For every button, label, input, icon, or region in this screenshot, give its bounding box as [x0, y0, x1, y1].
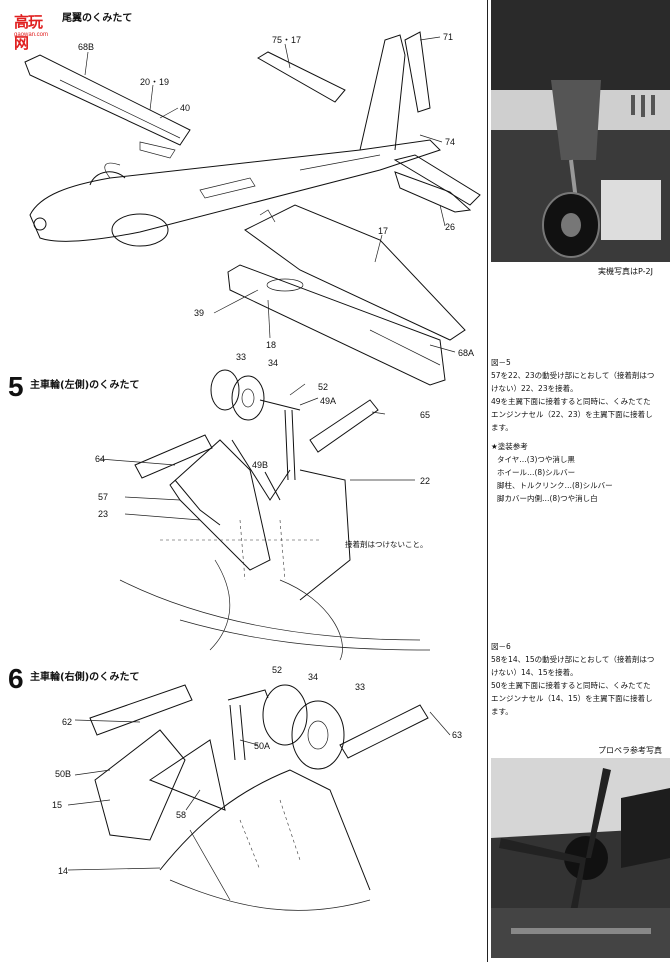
part-label: 52 [318, 382, 329, 392]
part-label: 68B [78, 42, 95, 52]
paint-heading: ★塗装参考 [491, 442, 528, 451]
notes6-line: エンジンナセル（14、15）を主翼下面に接着し [491, 694, 653, 703]
photo1-caption: 実機写真はP-2J [598, 267, 653, 276]
notes6-heading: 図－6 [491, 642, 511, 651]
part-label: 26 [445, 222, 456, 232]
notes5-line: けない）22、23を接着。 [491, 384, 578, 393]
step6-notes: 図－6 58を14、15の動受け部にとおして（接着剤はつ けない）14、15を接… [491, 640, 669, 718]
step6-wheel-drawing [148, 684, 345, 811]
notes5-line: 57を22、23の動受け部にとおして（接着剤はつ [491, 371, 655, 380]
main-wing-drawing [227, 204, 466, 386]
notes5-heading: 図－5 [491, 358, 511, 367]
part-label: 34 [308, 672, 319, 682]
step5-notes: 図－5 57を22、23の動受け部にとおして（接着剤はつ けない）22、23を接… [491, 356, 669, 434]
part-label: 33 [236, 352, 247, 362]
paint-reference: ★塗装参考 タイヤ…(3)つや消し黒 ホイール…(8)シルバー 脚柱、トルクリン… [491, 440, 669, 505]
part-label: 57 [98, 492, 109, 502]
part-label: 40 [180, 103, 191, 113]
step6-number: 6 [8, 663, 24, 694]
left-wing-drawing [24, 54, 191, 159]
part-label: 74 [445, 137, 456, 147]
part-label: 14 [58, 866, 69, 876]
logo-text: 高玩网 [14, 13, 43, 52]
paint-line: 脚カバー内側…(8)つや消し白 [497, 494, 598, 503]
part-label: 22 [420, 476, 431, 486]
part-label: 64 [95, 454, 106, 464]
part-label: 58 [176, 810, 187, 820]
part-label: 33 [355, 682, 366, 692]
part-label: 18 [266, 340, 277, 350]
logo-url: gaowan.com [14, 32, 49, 38]
notes6-line: 58を14、15の動受け部にとおして（接着剤はつ [491, 655, 655, 664]
step5-nacelle-drawing [119, 399, 431, 661]
step5-wheel-drawing [210, 369, 301, 501]
part-label: 63 [452, 730, 463, 740]
paint-line: 脚柱、トルクリンク…(8)シルバー [497, 481, 613, 490]
fuselage-drawing [29, 34, 441, 247]
notes6-line: けない）14、15を接着。 [491, 668, 578, 677]
notes5-line: ます。 [491, 423, 513, 432]
part-label: 49A [320, 396, 337, 406]
step5-title: 主車輪(左側)のくみたて [30, 380, 140, 391]
part-label: 34 [268, 358, 279, 368]
part-label: 65 [420, 410, 431, 420]
part-label: 52 [272, 665, 283, 675]
part-label: 71 [443, 32, 454, 42]
step6-title: 主車輪(右側)のくみたて [30, 672, 140, 683]
horizontal-stabilizer-drawing [257, 31, 481, 213]
part-label: 39 [194, 308, 205, 318]
photo2-caption: プロペラ参考写真 [598, 746, 662, 755]
notes6-line: ます。 [491, 707, 513, 716]
step6-nacelle-drawing [89, 684, 429, 911]
part-label: 20・19 [140, 77, 170, 87]
part-label: 50B [55, 769, 72, 779]
tail-assembly-title: 尾翼のくみたて [62, 13, 133, 24]
part-label: 17 [378, 226, 389, 236]
part-label: 62 [62, 717, 73, 727]
glue-note: 接着剤はつけないこと。 [345, 540, 428, 549]
column-divider [487, 0, 488, 962]
landing-gear-photo [491, 0, 670, 262]
site-logo[interactable]: 高玩网 gaowan.com [6, 6, 50, 52]
paint-line: ホイール…(8)シルバー [497, 468, 576, 477]
notes5-line: 49を主翼下面に接着すると同時に、くみたてた [491, 397, 651, 406]
notes6-line: 50を主翼下面に接着すると同時に、くみたてた [491, 681, 651, 690]
assembly-drawing [24, 31, 481, 911]
part-label: 49B [252, 460, 269, 470]
part-label: 68A [458, 348, 475, 358]
part-label: 23 [98, 509, 109, 519]
part-label: 75・17 [272, 35, 302, 45]
paint-line: タイヤ…(3)つや消し黒 [497, 455, 575, 464]
part-label: 50A [254, 741, 271, 751]
step5-number: 5 [8, 371, 24, 402]
propeller-photo [491, 758, 670, 958]
part-label: 15 [52, 800, 63, 810]
notes5-line: エンジンナセル（22、23）を主翼下面に接着し [491, 410, 653, 419]
